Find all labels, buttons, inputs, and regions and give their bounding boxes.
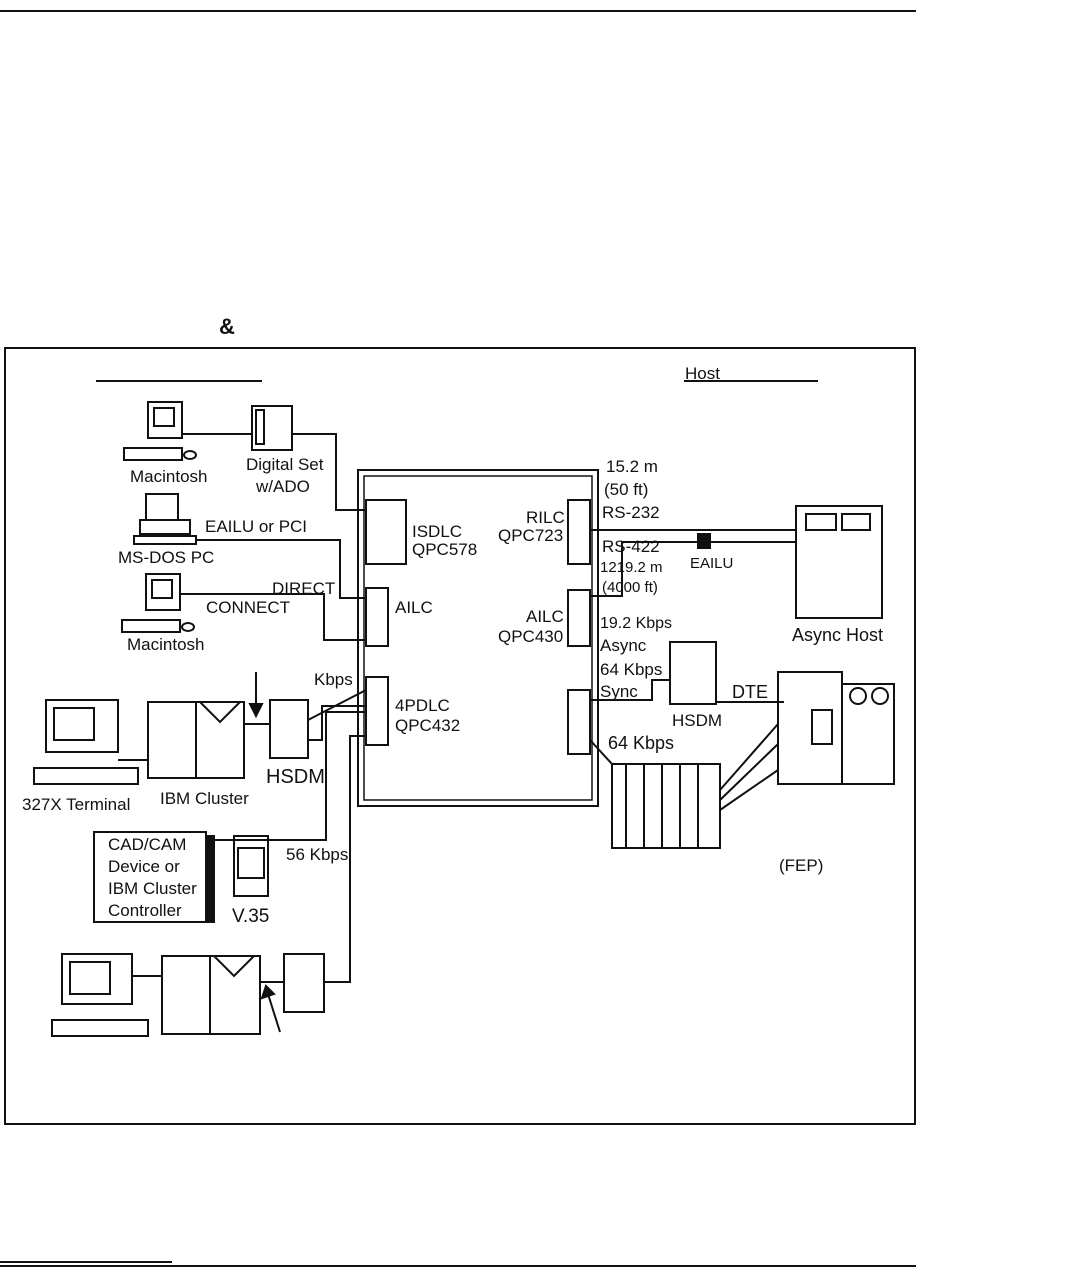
pdlc-code: QPC432 (395, 716, 461, 735)
terminal-monitor (45, 699, 119, 753)
async-label: Async (600, 636, 647, 655)
mac-top-label: Macintosh (130, 467, 208, 486)
async-host-cabinet (795, 505, 883, 619)
bottom-modem (283, 953, 325, 1013)
ailc-right-label: AILC (526, 607, 564, 626)
pdlc-label: 4PDLC (395, 696, 450, 715)
direct-label: DIRECT (272, 579, 336, 598)
ailc-left-label: AILC (395, 598, 433, 617)
distance2-m-label: 1219.2 m (600, 559, 663, 576)
v35-label: V.35 (232, 906, 270, 927)
ailu-block (697, 533, 711, 549)
kbps-left-label: Kbps (314, 670, 353, 689)
connect-label: CONNECT (206, 598, 291, 617)
diagram-frame (4, 347, 916, 1125)
pdlc-card (365, 676, 389, 746)
mac-bottom-monitor (145, 573, 181, 611)
distance-ft-label: (50 ft) (604, 480, 649, 499)
digital-set-label: Digital Set (246, 455, 324, 474)
cad-cam-line1: CAD/CAM (108, 835, 187, 854)
hsdm-left-label: HSDM (266, 766, 325, 788)
bottom-rule-short (0, 1261, 172, 1263)
msdos-pc-monitor (145, 493, 179, 521)
digital-set-ado-label: w/ADO (256, 477, 310, 496)
ailu-right-label: EAILU (690, 555, 734, 572)
mac-top-keyboard (123, 447, 183, 461)
rs422-label: RS-422 (602, 537, 660, 556)
ailc-left-card (365, 587, 389, 647)
cad-cam-line3: IBM Cluster (108, 879, 197, 898)
sync-card (567, 689, 591, 755)
async-host-label: Async Host (792, 625, 884, 645)
ailu-pci-label: EAILU or PCI (205, 517, 308, 536)
switch-cabinet (357, 469, 599, 807)
isdlc-label: ISDLC (412, 522, 463, 541)
cad-cam-line4: Controller (108, 901, 182, 920)
fep-cabinet (611, 763, 721, 849)
hsdm-left-modem (269, 699, 309, 759)
kbps56-label: 56 Kbps (286, 845, 349, 864)
ibm-cluster-label: IBM Cluster (160, 789, 249, 808)
async-rate-label: 19.2 Kbps (600, 615, 673, 632)
isdlc-code: QPC578 (412, 540, 478, 559)
cad-cam-line2: Device or (108, 857, 180, 876)
host-tape-unit (841, 683, 895, 785)
top-rule (0, 10, 916, 12)
mac-bottom-keyboard (121, 619, 181, 633)
terminal-keyboard (33, 767, 139, 785)
mac-bottom-label: Macintosh (127, 635, 205, 654)
digital-set-body (251, 405, 293, 451)
ailc-right-card (567, 589, 591, 647)
bottom-terminal-monitor (61, 953, 133, 1005)
bottom-terminal-keyboard (51, 1019, 149, 1037)
sync-label: Sync (600, 682, 638, 701)
mac-top-monitor (147, 401, 183, 439)
hsdm-right-modem (669, 641, 717, 705)
isdlc-card (365, 499, 407, 565)
msdos-pc-case (139, 519, 191, 535)
rilc-code: QPC723 (498, 526, 564, 545)
host-section-label: Host (685, 364, 720, 383)
header-ampersand: & (219, 314, 235, 339)
v35-modem (233, 835, 269, 897)
dte-label: DTE (732, 682, 768, 702)
distance-m-label: 15.2 m (606, 457, 658, 476)
switch-cabinet-inner (363, 475, 593, 801)
rs232-label: RS-232 (602, 503, 660, 522)
sync-rate-label: 64 Kbps (600, 660, 663, 679)
kbps64-label: 64 Kbps (608, 733, 675, 753)
msdos-label: MS-DOS PC (118, 548, 215, 567)
distance2-ft-label: (4000 ft) (602, 579, 658, 596)
hsdm-right-label: HSDM (672, 711, 723, 730)
ailc-right-code: QPC430 (498, 627, 564, 646)
rilc-label: RILC (526, 508, 565, 527)
terminal-label: 327X Terminal (22, 795, 131, 814)
rilc-card (567, 499, 591, 565)
fep-label: (FEP) (779, 856, 824, 875)
bottom-rule (0, 1265, 916, 1267)
